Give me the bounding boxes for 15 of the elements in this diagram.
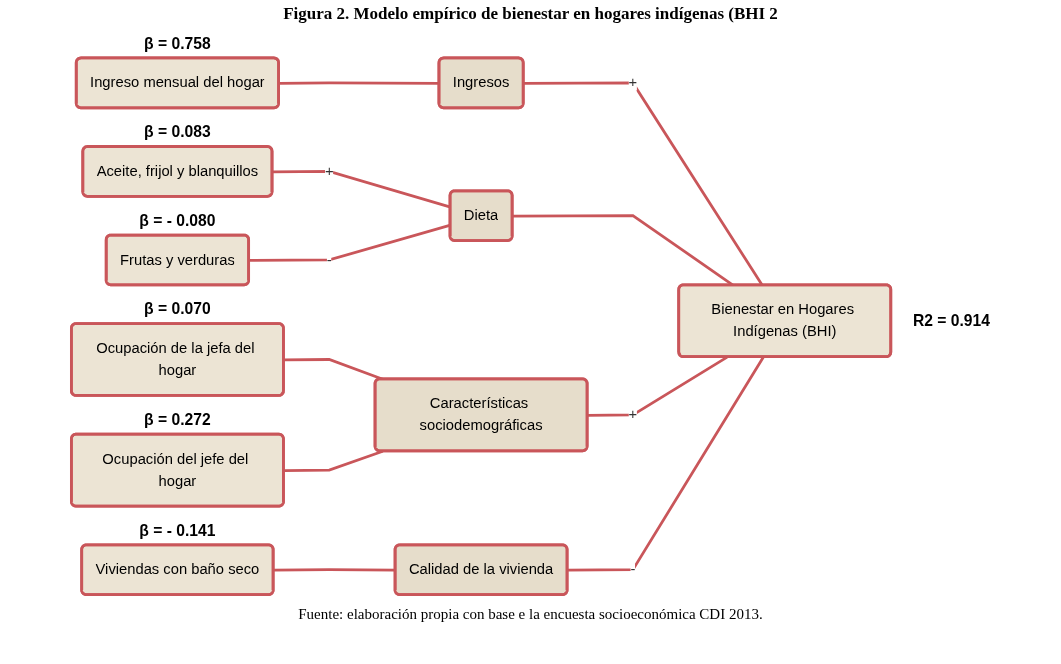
source-caption: Fuente: elaboración propia con base e la encuesta socioeconómica CDI 2013. xyxy=(297,606,764,623)
edge-label: + xyxy=(324,162,334,179)
coefficient-label: β = 0.070 xyxy=(143,299,211,317)
coefficient-label: β = 0.083 xyxy=(143,122,211,140)
coefficient-label: β = - 0.080 xyxy=(139,211,216,229)
edge-label: - xyxy=(326,251,332,267)
figure-title: Figura 2. Modelo empírico de bienestar en hogares indígenas (BHI 2 xyxy=(282,4,779,24)
coefficient-label: β = 0.272 xyxy=(143,410,211,428)
coefficient-label: R2 = 0.914 xyxy=(912,311,990,329)
edge-label: + xyxy=(628,74,638,90)
edge-label: - xyxy=(630,560,636,577)
coefficient-label: β = 0.758 xyxy=(143,34,211,52)
edge-label: + xyxy=(628,406,638,422)
connector xyxy=(283,449,384,472)
coefficient-label: β = - 0.141 xyxy=(139,521,216,539)
